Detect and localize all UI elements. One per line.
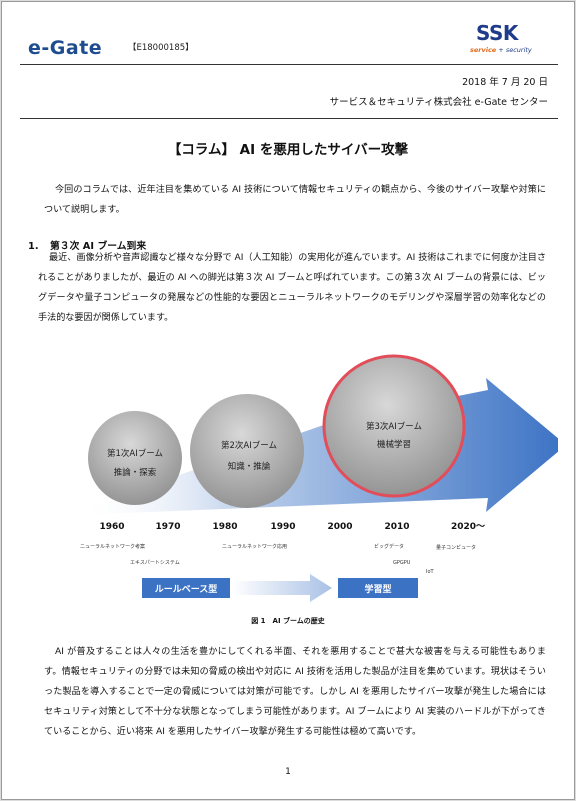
meta-rule: [20, 118, 558, 119]
boom-1-title: 第1次AIブーム: [107, 448, 163, 459]
ai-boom-diagram: 第1次AIブーム 推論・探索 第2次AIブーム 知識・推論 第3次AIブーム 機…: [78, 354, 566, 602]
tech-big-data: ビッグデータ: [374, 543, 404, 550]
transition-arrow: [232, 574, 332, 602]
document-id: 【E18000185】: [128, 43, 194, 53]
ssk-tagline-service: service: [470, 46, 497, 54]
header-rule: [20, 64, 558, 65]
section1-paragraph: 最近、画像分析や音声認識など様々な分野で AI（人工知能）の実用化が進んでいます…: [38, 253, 546, 323]
ai-boom-figure: 第1次AIブーム 推論・探索 第2次AIブーム 知識・推論 第3次AIブーム 機…: [38, 350, 566, 610]
year-2000: 2000: [327, 522, 352, 532]
tech-quantum-computer: 量子コンピュータ: [436, 544, 476, 551]
boom-circle-2: 第2次AIブーム 知識・推論: [190, 394, 304, 508]
year-2020: 2020～: [451, 522, 485, 532]
ssk-logo: SSK service + security: [470, 21, 552, 63]
section-title: 第３次 AI ブーム到来: [50, 241, 147, 252]
boom-3-subtitle: 機械学習: [377, 439, 411, 450]
tech-expert-system: エキスパートシステム: [130, 560, 180, 566]
year-2010: 2010: [384, 522, 409, 532]
tech-neural-network-proposal: ニューラルネットワーク考案: [80, 543, 145, 550]
ssk-tagline-security: security: [505, 46, 532, 54]
ssk-tagline: service + security: [470, 46, 532, 54]
intro-paragraph: 今回のコラムでは、近年注目を集めている AI 技術について情報セキュリティの観点…: [44, 185, 546, 215]
section-number: 1.: [28, 241, 39, 252]
tech-gpgpu: GPGPU: [393, 560, 411, 566]
year-1970: 1970: [155, 522, 180, 532]
year-1980: 1980: [212, 522, 237, 532]
boom-circle-3: 第3次AIブーム 機械学習: [322, 354, 466, 498]
boom-3-title: 第3次AIブーム: [366, 421, 422, 432]
tech-iot: IoT: [426, 569, 435, 575]
boom-2-subtitle: 知識・推論: [228, 461, 271, 472]
rule-based-label: ルールベース型: [155, 583, 218, 595]
year-1960: 1960: [99, 522, 124, 532]
boom-2-title: 第2次AIブーム: [221, 440, 277, 451]
tech-labels: ニューラルネットワーク考案 エキスパートシステム ニューラルネットワーク応用 ビ…: [80, 543, 476, 575]
page-number: 1: [285, 767, 291, 777]
boom-circle-1: 第1次AIブーム 推論・探索: [88, 411, 182, 505]
section-heading: 1. 第３次 AI ブーム到来: [28, 238, 146, 252]
year-axis: 1960 1970 1980 1990 2000 2010 2020～: [99, 522, 485, 532]
tech-neural-network-application: ニューラルネットワーク応用: [222, 543, 287, 550]
boom-1-subtitle: 推論・探索: [114, 467, 157, 478]
learning-label-box: [338, 578, 418, 598]
rule-based-label-box: [142, 578, 230, 598]
organization-name: サービス＆セキュリティ株式会社 e-Gate センター: [329, 97, 548, 108]
document-date: 2018 年 7 月 20 日: [462, 77, 548, 88]
egate-logo: e-Gate: [28, 37, 103, 59]
closing-paragraph: AI が普及することは人々の生活を豊かにしてくれる半面、それを悪用することで甚大…: [44, 647, 546, 737]
egate-logo-text: e-Gate: [28, 37, 103, 59]
ssk-logo-text: SSK: [476, 21, 518, 45]
figure-caption: 図 1 AI ブームの歴史: [251, 617, 325, 625]
page-title: 【コラム】 AI を悪用したサイバー攻撃: [167, 142, 409, 158]
learning-label: 学習型: [364, 583, 391, 595]
year-1990: 1990: [270, 522, 295, 532]
